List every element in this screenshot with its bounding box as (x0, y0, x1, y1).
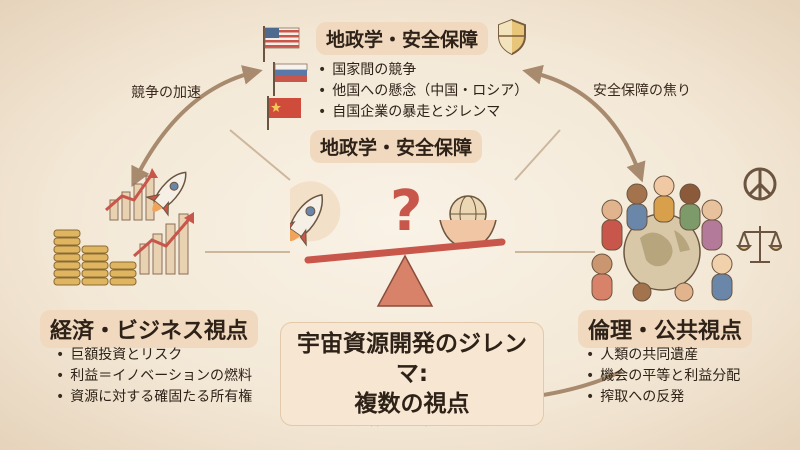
economy-illustration (53, 168, 194, 286)
center-title: 宇宙資源開発のジレンマ: 複数の視点 (280, 322, 544, 426)
arrow-top-left (131, 65, 263, 188)
peace-icon (743, 167, 777, 201)
center-title-line2: 複数の視点 (354, 391, 470, 417)
center-title-line1: 宇宙資源開発のジレンマ: (297, 331, 527, 387)
left-list: 巨額投資とリスク 利益＝イノベーションの燃料 資源に対する確固たる所有権 (56, 345, 252, 408)
ethics-illustration (591, 167, 782, 302)
left-item: 資源に対する確固たる所有権 (56, 387, 252, 408)
top-title: 地政学・安全保障 (316, 22, 489, 55)
balance-illustration: ? (290, 179, 506, 307)
us-flag-icon (263, 26, 300, 62)
right-list: 人類の共同遺産 機会の平等と利益分配 搾取への反発 (586, 345, 740, 408)
center-top-label: 地政学・安全保障 (310, 130, 483, 163)
right-item: 搾取への反発 (586, 387, 740, 408)
top-list: 国家間の競争 他国への懸念（中国・ロシア） 自国企業の暴走とジレンマ (318, 60, 528, 123)
rocket-icon (290, 181, 341, 247)
people-around-globe-icon (591, 175, 733, 302)
divider-top-right (514, 129, 561, 181)
rocket-icon (145, 171, 187, 217)
flags-group (263, 26, 308, 130)
china-flag-icon (267, 96, 301, 130)
arrow-top-right (522, 64, 646, 183)
top-item: 自国企業の暴走とジレンマ (318, 102, 528, 123)
top-item: 他国への懸念（中国・ロシア） (318, 81, 528, 102)
right-item: 人類の共同遺産 (586, 345, 740, 366)
left-item: 利益＝イノベーションの燃料 (56, 366, 252, 387)
divider-top-left (229, 129, 291, 181)
right-title: 倫理・公共視点 (578, 310, 753, 348)
left-title: 経済・ビジネス視点 (40, 310, 259, 348)
scales-of-justice-icon (735, 226, 782, 263)
top-item: 国家間の競争 (318, 60, 528, 81)
left-item: 巨額投資とリスク (56, 345, 252, 366)
russia-flag-icon (273, 62, 308, 96)
coin-stack-icon (53, 229, 137, 286)
flow-label-top-left: 競争の加速 (131, 85, 201, 101)
question-mark-icon: ? (390, 179, 422, 244)
right-item: 機会の平等と利益分配 (586, 366, 740, 387)
shield-icon (498, 18, 526, 56)
flow-label-top-right: 安全保障の焦り (593, 83, 691, 99)
